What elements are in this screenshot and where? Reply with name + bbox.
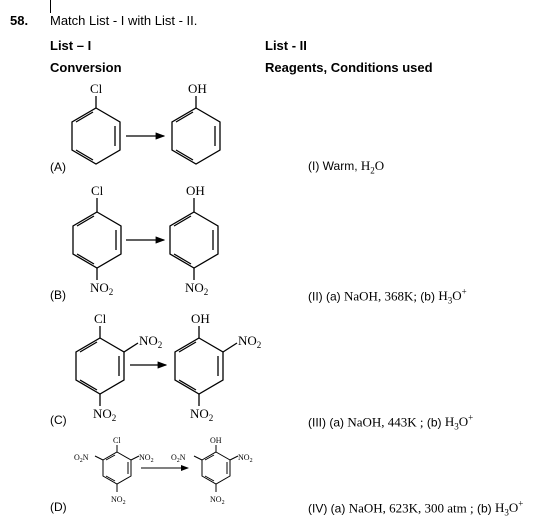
structure-d-no2-bottom-r: NO2	[111, 495, 126, 506]
structure-d-oh: OH	[210, 436, 222, 445]
structure-d-cl: Cl	[113, 436, 121, 445]
text-cursor	[50, 0, 51, 13]
structure-c-product	[174, 326, 238, 406]
structure-b-no2-p: NO2	[185, 280, 208, 297]
structure-a-product	[171, 96, 221, 165]
structure-c-cl: Cl	[94, 311, 107, 326]
item-label-d: (D)	[50, 500, 67, 514]
structure-d-no2-right-p: NO2	[238, 453, 253, 464]
structure-c-oh: OH	[191, 311, 210, 326]
structure-d-reactant	[94, 445, 140, 492]
item-label-a: (A)	[50, 160, 66, 174]
structure-d-product	[193, 445, 239, 492]
question-number: 58.	[10, 13, 29, 28]
structure-c-no2-side-r: NO2	[139, 333, 162, 350]
item-label-b: (B)	[50, 288, 66, 302]
structure-b-reactant	[72, 198, 122, 280]
structure-d-no2-bottom-p: NO2	[210, 495, 225, 506]
structure-c-no2-bottom-p: NO2	[190, 406, 213, 423]
structure-b-oh: OH	[186, 183, 205, 198]
structure-d-no2-left-p: O2N	[171, 453, 186, 464]
question-text: Match List - I with List - II.	[50, 13, 198, 28]
structure-d-no2-right-r: NO2	[139, 453, 154, 464]
structure-a-cl: Cl	[90, 81, 103, 96]
structure-d-no2-left-r: O2N	[74, 453, 89, 464]
structure-c-reactant	[75, 326, 139, 406]
item-label-c: (C)	[50, 413, 67, 427]
list2-subtitle: Reagents, Conditions used	[265, 60, 433, 75]
reagent-ii: (II) (a) NaOH, 368K; (b) H3O+	[308, 287, 467, 306]
list1-subtitle: Conversion	[50, 60, 122, 75]
structure-b-no2-r: NO2	[90, 280, 113, 297]
structure-c-no2-side-p: NO2	[238, 333, 261, 350]
structure-a-oh: OH	[188, 81, 207, 96]
reagent-iii: (III) (a) NaOH, 443K ; (b) H3O+	[308, 413, 474, 432]
structure-b-cl: Cl	[91, 183, 104, 198]
structure-b-product	[169, 198, 219, 280]
list2-title: List - II	[265, 38, 307, 53]
structure-a-reactant	[71, 96, 121, 165]
reagent-i: (I) Warm, H2O	[308, 158, 385, 176]
structure-c-no2-bottom-r: NO2	[93, 406, 116, 423]
list1-title: List – I	[50, 38, 92, 53]
reagent-iv: (IV) (a) NaOH, 623K, 300 atm ; (b) H3O+	[308, 499, 524, 518]
